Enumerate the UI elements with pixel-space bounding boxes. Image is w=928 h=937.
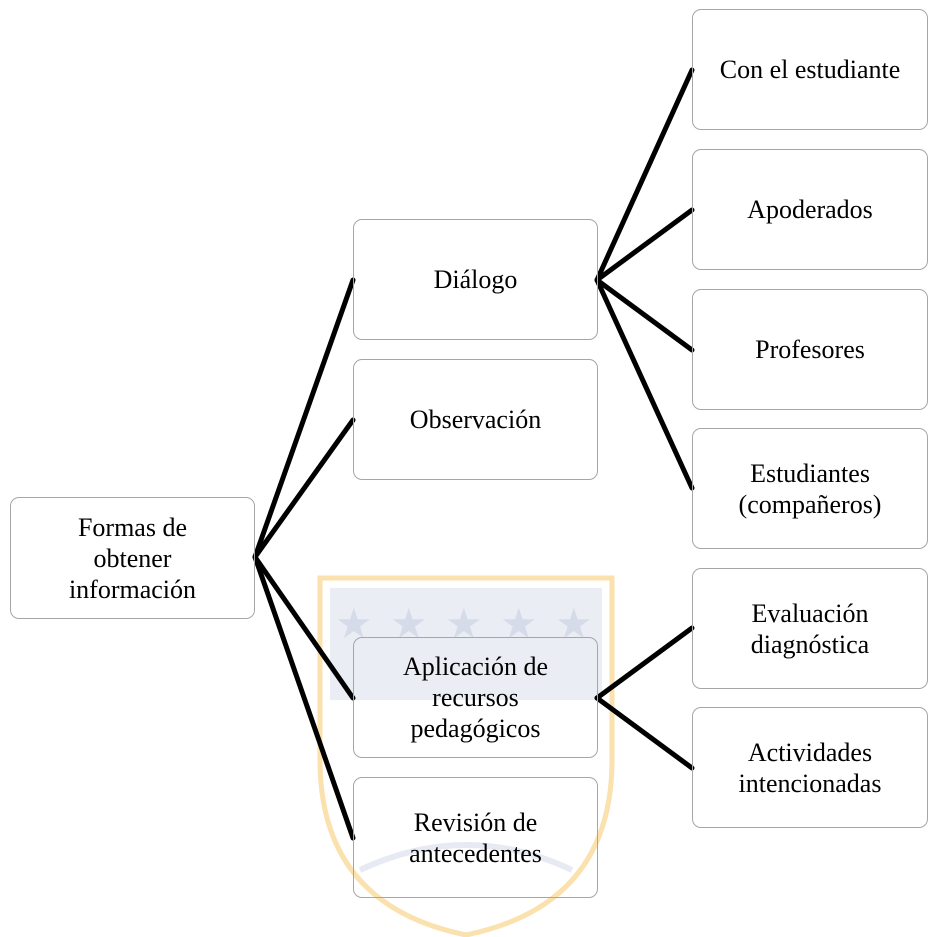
svg-text:★: ★ bbox=[445, 599, 483, 648]
edge-root-revision bbox=[252, 554, 356, 841]
svg-text:★: ★ bbox=[555, 599, 593, 648]
edge-dialogo-estudiante bbox=[594, 67, 695, 283]
edge-root-observacion bbox=[252, 417, 356, 560]
node-observacion: Observación bbox=[353, 359, 598, 480]
edge-root-recursos bbox=[252, 554, 356, 701]
node-profesores: Profesores bbox=[692, 289, 928, 410]
svg-text:★: ★ bbox=[500, 599, 538, 648]
node-root: Formas de obtener información bbox=[10, 497, 255, 619]
svg-text:★: ★ bbox=[390, 599, 428, 648]
node-actividades-intencionadas: Actividades intencionadas bbox=[692, 707, 928, 828]
edge-dialogo-profesores bbox=[594, 277, 695, 353]
node-apoderados: Apoderados bbox=[692, 149, 928, 270]
node-dialogo: Diálogo bbox=[353, 219, 598, 340]
edge-recursos-evaluacion bbox=[594, 625, 695, 701]
edge-root-dialogo bbox=[252, 277, 356, 560]
edge-dialogo-companeros bbox=[594, 277, 695, 491]
edge-recursos-actividades bbox=[594, 695, 695, 771]
node-evaluacion-diagnostica: Evaluación diagnóstica bbox=[692, 568, 928, 689]
edge-dialogo-apoderados bbox=[594, 207, 695, 283]
node-estudiantes-companeros: Estudiantes (compañeros) bbox=[692, 428, 928, 549]
node-revision-antecedentes: Revisión de antecedentes bbox=[353, 777, 598, 898]
node-aplicacion-recursos: Aplicación de recursos pedagógicos bbox=[353, 637, 598, 758]
node-con-el-estudiante: Con el estudiante bbox=[692, 9, 928, 130]
